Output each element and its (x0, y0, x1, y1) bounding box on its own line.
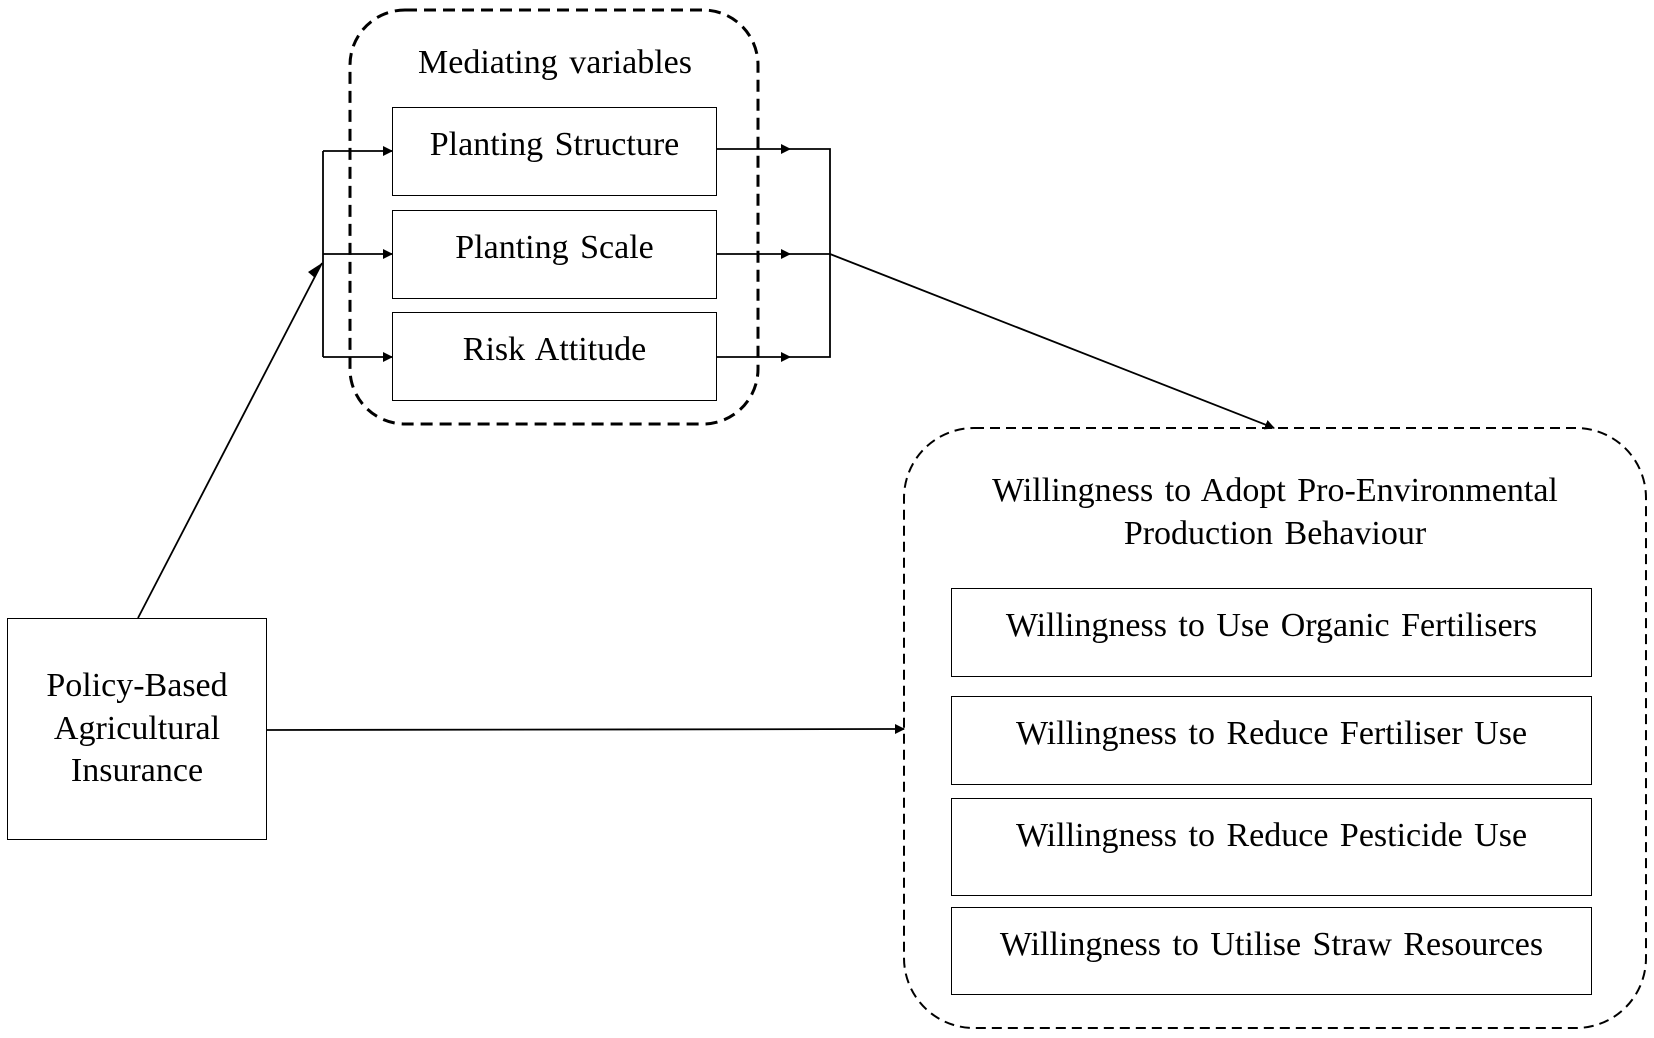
arrowhead-mediator-entry (308, 263, 322, 278)
outcome-straw-resources: Willingness to Utilise Straw Resources (951, 907, 1592, 995)
arrow-insurance-to-mediators (137, 262, 323, 619)
independent-label-line-1: Policy-Based (46, 667, 228, 705)
mediator-risk-attitude: Risk Attitude (392, 312, 717, 401)
independent-label-line-3: Insurance (70, 752, 204, 790)
outcome-straw-resources-label: Willingness to Utilise Straw Resources (999, 926, 1544, 963)
mediator-planting-scale: Planting Scale (392, 210, 717, 299)
arrow-insurance-to-outcome (266, 724, 905, 735)
mediator-risk-attitude-label: Risk Attitude (462, 331, 647, 368)
outcome-title: Willingness to Adopt Pro-Environmental P… (930, 470, 1620, 555)
mediator-planting-structure: Planting Structure (392, 107, 717, 196)
outcome-reduce-fertiliser: Willingness to Reduce Fertiliser Use (951, 696, 1592, 785)
outcome-organic-fertilisers-label: Willingness to Use Organic Fertilisers (1005, 607, 1538, 644)
mediating-variables-title: Mediating variables (418, 44, 692, 81)
outcome-reduce-pesticide-label: Willingness to Reduce Pesticide Use (1015, 817, 1528, 854)
right-bus (790, 148, 831, 358)
mediator-planting-scale-label: Planting Scale (455, 229, 654, 266)
outcome-reduce-fertiliser-label: Willingness to Reduce Fertiliser Use (1015, 715, 1528, 752)
independent-variable-box: Policy-Based Agricultural Insurance (7, 618, 267, 840)
outcome-reduce-pesticide: Willingness to Reduce Pesticide Use (951, 798, 1592, 896)
outcome-organic-fertilisers: Willingness to Use Organic Fertilisers (951, 588, 1592, 677)
outcome-title-line-1: Willingness to Adopt Pro-Environmental (992, 472, 1558, 509)
mediator-planting-structure-label: Planting Structure (429, 126, 680, 163)
mediating-variables-frame (348, 8, 760, 426)
outcome-title-line-2: Production Behaviour (1123, 514, 1427, 552)
arrow-mediators-to-outcome (829, 253, 1275, 430)
independent-label-line-2: Agricultural (53, 709, 221, 747)
